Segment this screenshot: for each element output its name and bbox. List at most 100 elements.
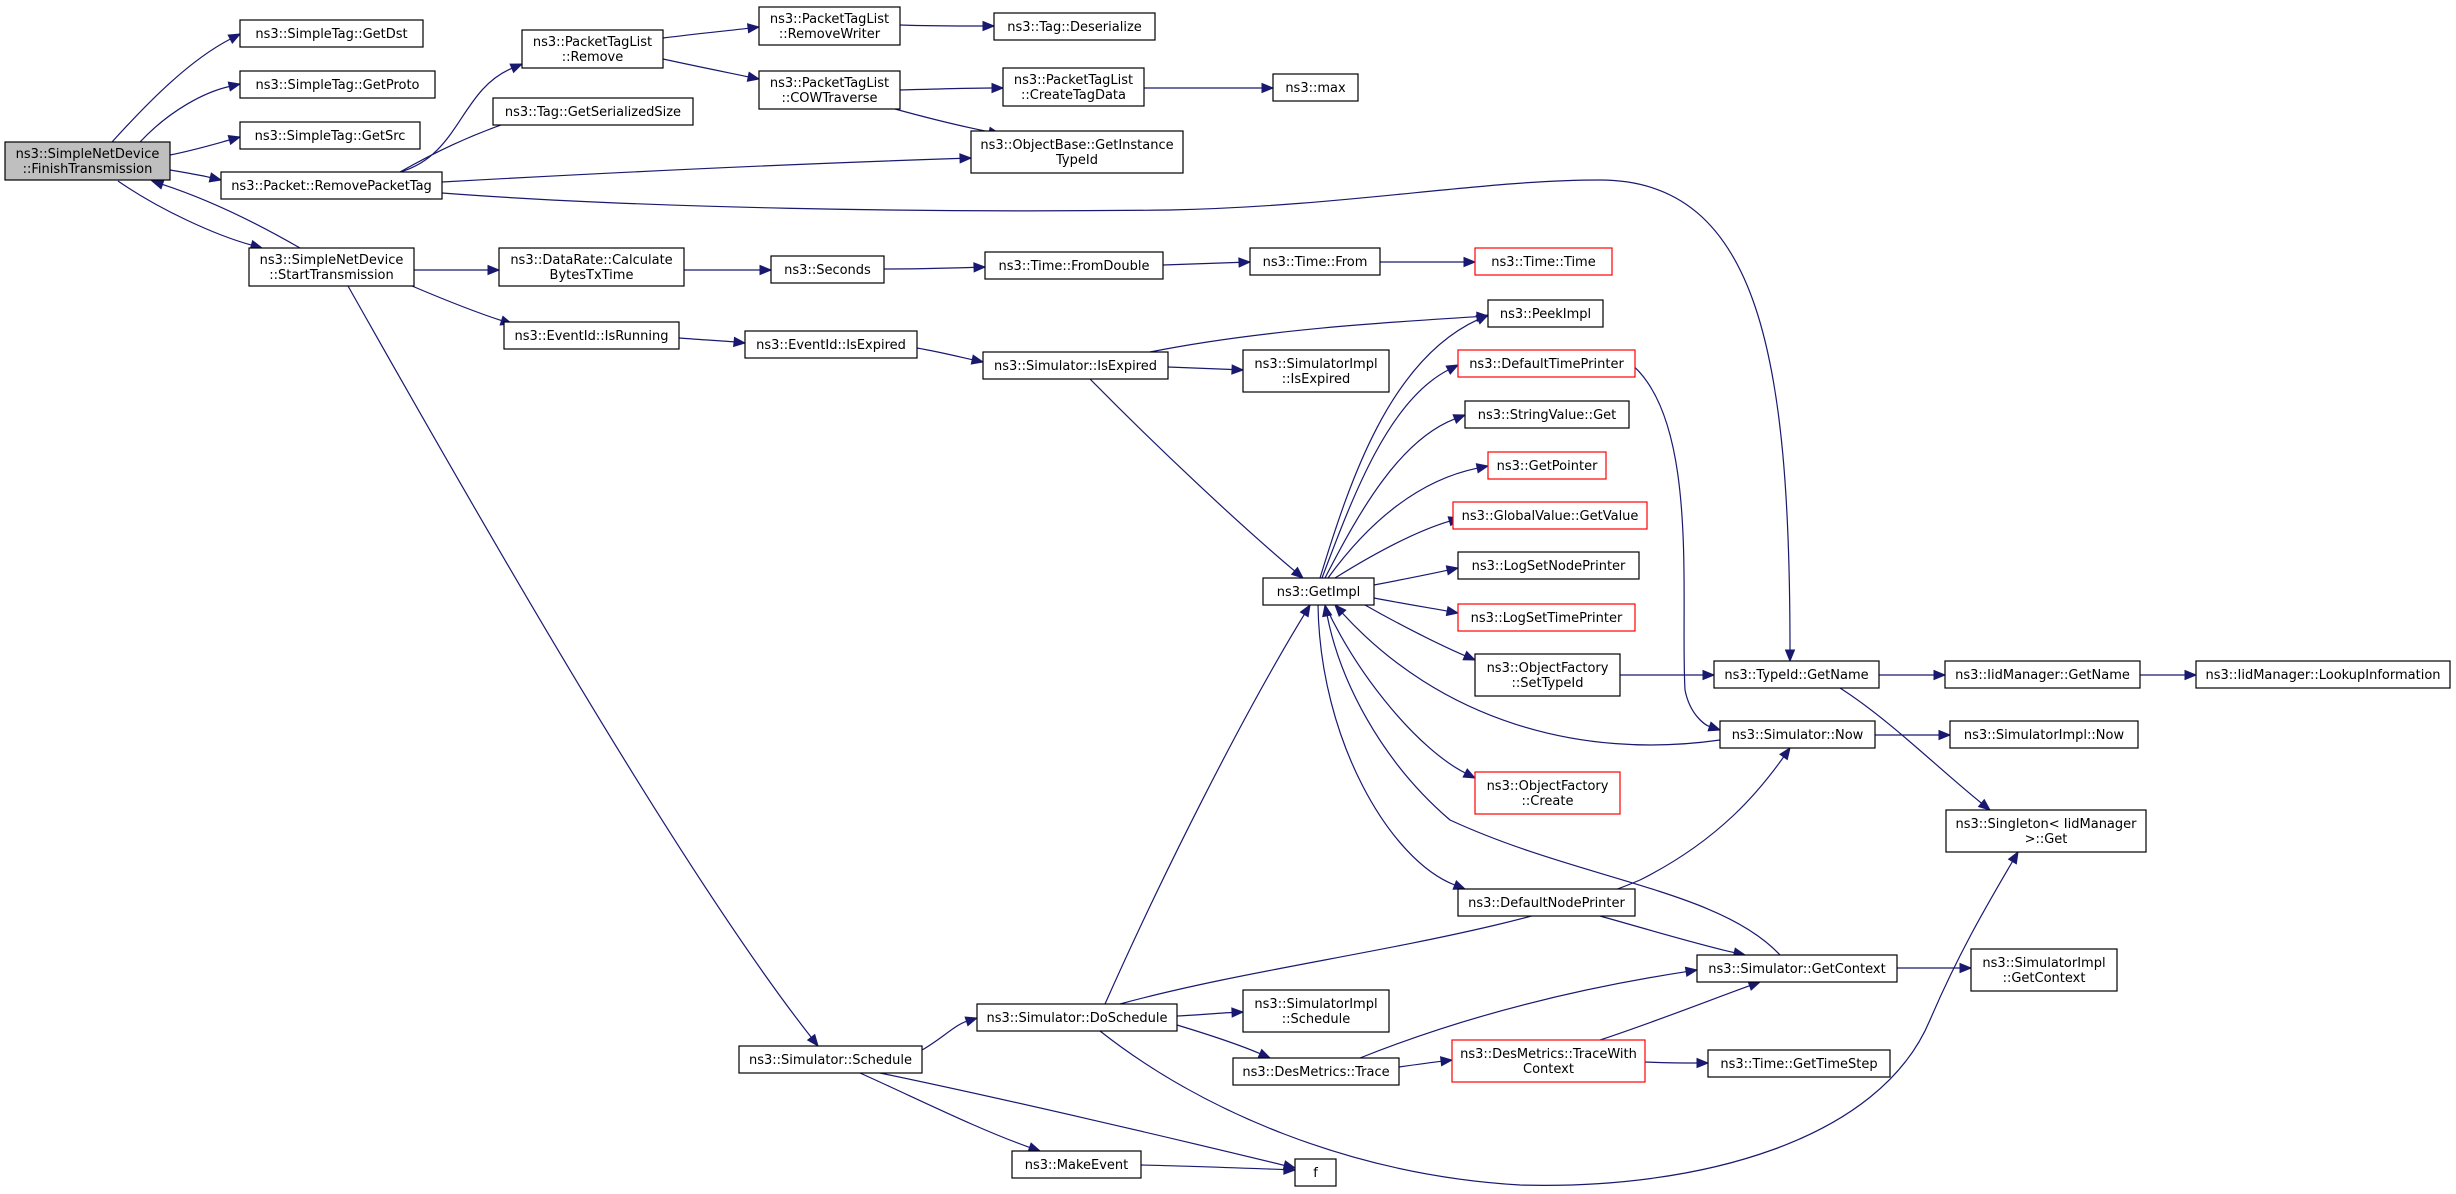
- node-f[interactable]: f: [1294, 1158, 1337, 1187]
- edge-arrowhead: [1231, 364, 1245, 375]
- node-getpointer[interactable]: ns3::GetPointer: [1487, 451, 1607, 480]
- node-label: ::CreateTagData: [1021, 88, 1126, 103]
- node-simimpl-isexpired[interactable]: ns3::SimulatorImpl::IsExpired: [1242, 349, 1390, 393]
- node-box: [503, 321, 680, 350]
- edge-makeevent-to-f: [1140, 1164, 1297, 1175]
- edge-arrowhead: [1334, 604, 1347, 618]
- edge-sim_getcontext-to-getimpl: [1322, 603, 1781, 956]
- node-label: ::Schedule: [1282, 1012, 1351, 1027]
- node-getimpl[interactable]: ns3::GetImpl: [1262, 577, 1375, 606]
- node-box: [1945, 809, 2147, 853]
- node-iid-lookup[interactable]: ns3::IidManager::LookupInformation: [2195, 660, 2451, 689]
- edge-line: [1341, 612, 1721, 746]
- edge-sim_isexpired-to-getimpl: [1089, 378, 1305, 579]
- node-logsetnode[interactable]: ns3::LogSetNodePrinter: [1457, 551, 1640, 580]
- node-tag-deser[interactable]: ns3::Tag::Deserialize: [993, 12, 1156, 41]
- node-label: ns3::SimpleTag::GetDst: [255, 27, 407, 42]
- edge-arrowhead: [1784, 649, 1796, 663]
- edge-line: [162, 183, 301, 249]
- edge-arrowhead: [970, 354, 985, 365]
- node-singleton[interactable]: ns3::Singleton< IidManager >::Get: [1945, 809, 2147, 853]
- edge-line: [139, 85, 230, 143]
- node-max[interactable]: ns3::max: [1272, 73, 1359, 102]
- node-logsettime[interactable]: ns3::LogSetTimePrinter: [1457, 603, 1636, 632]
- edge-seconds-to-fromdouble: [883, 262, 987, 273]
- node-typeid-getname[interactable]: ns3::TypeId::GetName: [1713, 660, 1880, 689]
- node-box: [220, 171, 443, 200]
- edge-line: [1373, 597, 1448, 612]
- node-label: ns3::Singleton< IidManager: [1955, 817, 2137, 832]
- edge-arrowhead: [1462, 768, 1477, 779]
- node-ptl-cow[interactable]: ns3::PacketTagList::COWTraverse: [758, 70, 901, 110]
- node-isexpired-ev[interactable]: ns3::EventId::IsExpired: [744, 330, 918, 359]
- edge-line: [662, 27, 749, 39]
- edge-arrowhead: [973, 262, 987, 273]
- node-box: [1970, 948, 2118, 992]
- node-of-create[interactable]: ns3::ObjectFactory::Create: [1474, 771, 1621, 815]
- node-ptl-remove[interactable]: ns3::PacketTagList::Remove: [521, 29, 664, 69]
- edge-ptl_remove-to-ptl_removewriter: [662, 23, 761, 39]
- edge-line: [879, 1072, 1285, 1166]
- edge-arrowhead: [1684, 966, 1699, 977]
- node-label: ns3::LogSetNodePrinter: [1472, 559, 1626, 574]
- edge-arrowhead: [964, 1016, 979, 1027]
- node-fromdouble[interactable]: ns3::Time::FromDouble: [984, 251, 1164, 280]
- node-getsrc[interactable]: ns3::SimpleTag::GetSrc: [239, 121, 421, 150]
- node-label: ns3::Time::From: [1263, 255, 1368, 270]
- node-label: ns3::Tag::Deserialize: [1007, 20, 1142, 35]
- node-sim-doschedule[interactable]: ns3::Simulator::DoSchedule: [976, 1003, 1178, 1032]
- edge-line: [1321, 369, 1449, 579]
- node-peekimpl[interactable]: ns3::PeekImpl: [1487, 299, 1604, 328]
- node-label: ns3::max: [1285, 81, 1346, 96]
- node-box: [2195, 660, 2451, 689]
- node-of-settypeid[interactable]: ns3::ObjectFactory::SetTypeId: [1474, 653, 1621, 697]
- call-graph-edges: [111, 20, 2198, 1186]
- node-iid-getname[interactable]: ns3::IidManager::GetName: [1944, 660, 2141, 689]
- node-sim-isexpired[interactable]: ns3::Simulator::IsExpired: [982, 351, 1169, 380]
- node-ptl-removewriter[interactable]: ns3::PacketTagList::RemoveWriter: [758, 6, 901, 46]
- edge-getimpl-to-of_create: [1324, 604, 1477, 779]
- node-time[interactable]: ns3::Time::Time: [1474, 247, 1613, 276]
- node-desmetrics-trace[interactable]: ns3::DesMetrics::Trace: [1232, 1057, 1400, 1086]
- node-isrunning[interactable]: ns3::EventId::IsRunning: [503, 321, 680, 350]
- node-deftimeprinter[interactable]: ns3::DefaultTimePrinter: [1457, 349, 1636, 378]
- node-seconds[interactable]: ns3::Seconds: [770, 255, 885, 284]
- node-label: ns3::Simulator::IsExpired: [994, 359, 1157, 374]
- node-simimpl-schedule[interactable]: ns3::SimulatorImpl::Schedule: [1242, 989, 1390, 1033]
- node-sim-schedule[interactable]: ns3::Simulator::Schedule: [738, 1045, 923, 1074]
- node-sim-now[interactable]: ns3::Simulator::Now: [1719, 720, 1876, 749]
- node-label: ns3::LogSetTimePrinter: [1471, 611, 1623, 626]
- edge-line: [1327, 467, 1478, 579]
- edge-arrowhead: [1938, 729, 1952, 741]
- node-starttx[interactable]: ns3::SimpleNetDevice::StartTransmission: [248, 247, 415, 287]
- node-defnodeprinter[interactable]: ns3::DefaultNodePrinter: [1457, 888, 1636, 917]
- node-simimpl-now[interactable]: ns3::SimulatorImpl::Now: [1949, 720, 2139, 749]
- node-getdst[interactable]: ns3::SimpleTag::GetDst: [239, 19, 424, 48]
- edge-sim_now-to-simimpl_now: [1875, 729, 1952, 741]
- node-label: ns3::DefaultNodePrinter: [1468, 896, 1625, 911]
- edge-fromdouble-to-from: [1162, 257, 1252, 268]
- edge-line: [883, 266, 975, 270]
- node-sim-getcontext[interactable]: ns3::Simulator::GetContext: [1696, 954, 1898, 983]
- node-label: ns3::GetPointer: [1497, 459, 1598, 474]
- node-box: [1457, 349, 1636, 378]
- node-simimpl-getcontext[interactable]: ns3::SimulatorImpl::GetContext: [1970, 948, 2118, 992]
- node-ptl-create[interactable]: ns3::PacketTagList::CreateTagData: [1002, 67, 1145, 107]
- node-box: [1272, 73, 1359, 102]
- node-removepackettag[interactable]: ns3::Packet::RemovePacketTag: [220, 171, 443, 200]
- node-box: [1474, 247, 1613, 276]
- edge-line: [1629, 362, 1710, 728]
- node-getproto[interactable]: ns3::SimpleTag::GetProto: [239, 70, 436, 99]
- node-gettimestep[interactable]: ns3::Time::GetTimeStep: [1707, 1049, 1891, 1078]
- node-stringvalue[interactable]: ns3::StringValue::Get: [1464, 400, 1630, 429]
- edge-arrowhead: [982, 20, 996, 32]
- node-tag-serialsize[interactable]: ns3::Tag::GetSerializedSize: [492, 97, 694, 126]
- node-globalvalue[interactable]: ns3::GlobalValue::GetValue: [1452, 501, 1648, 530]
- node-from[interactable]: ns3::Time::From: [1249, 247, 1381, 276]
- edge-starttx-to-sim_schedule: [347, 285, 819, 1048]
- node-makeevent[interactable]: ns3::MakeEvent: [1011, 1150, 1142, 1179]
- edge-sim_isexpired-to-simimpl_isexpired: [1167, 364, 1245, 375]
